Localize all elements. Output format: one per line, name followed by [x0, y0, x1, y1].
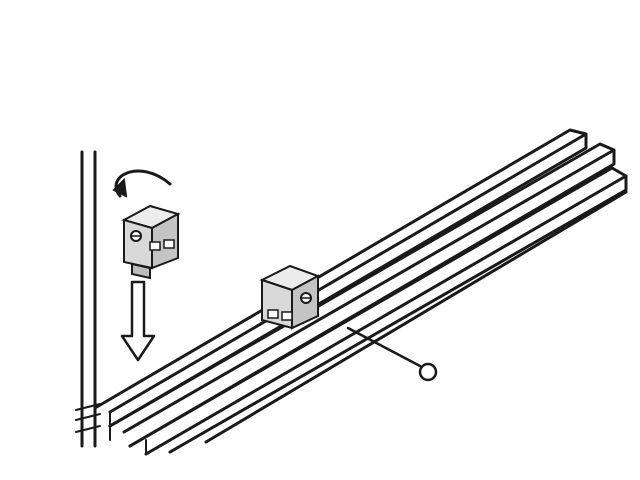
din-rail [93, 128, 628, 456]
wall-edge [75, 150, 101, 448]
terminal-block-mounted [259, 264, 321, 330]
screwdriver-pin [346, 326, 438, 382]
down-arrow-icon [120, 280, 156, 362]
terminal-block-being-inserted [121, 204, 181, 280]
rotate-arrow-icon [112, 169, 172, 198]
